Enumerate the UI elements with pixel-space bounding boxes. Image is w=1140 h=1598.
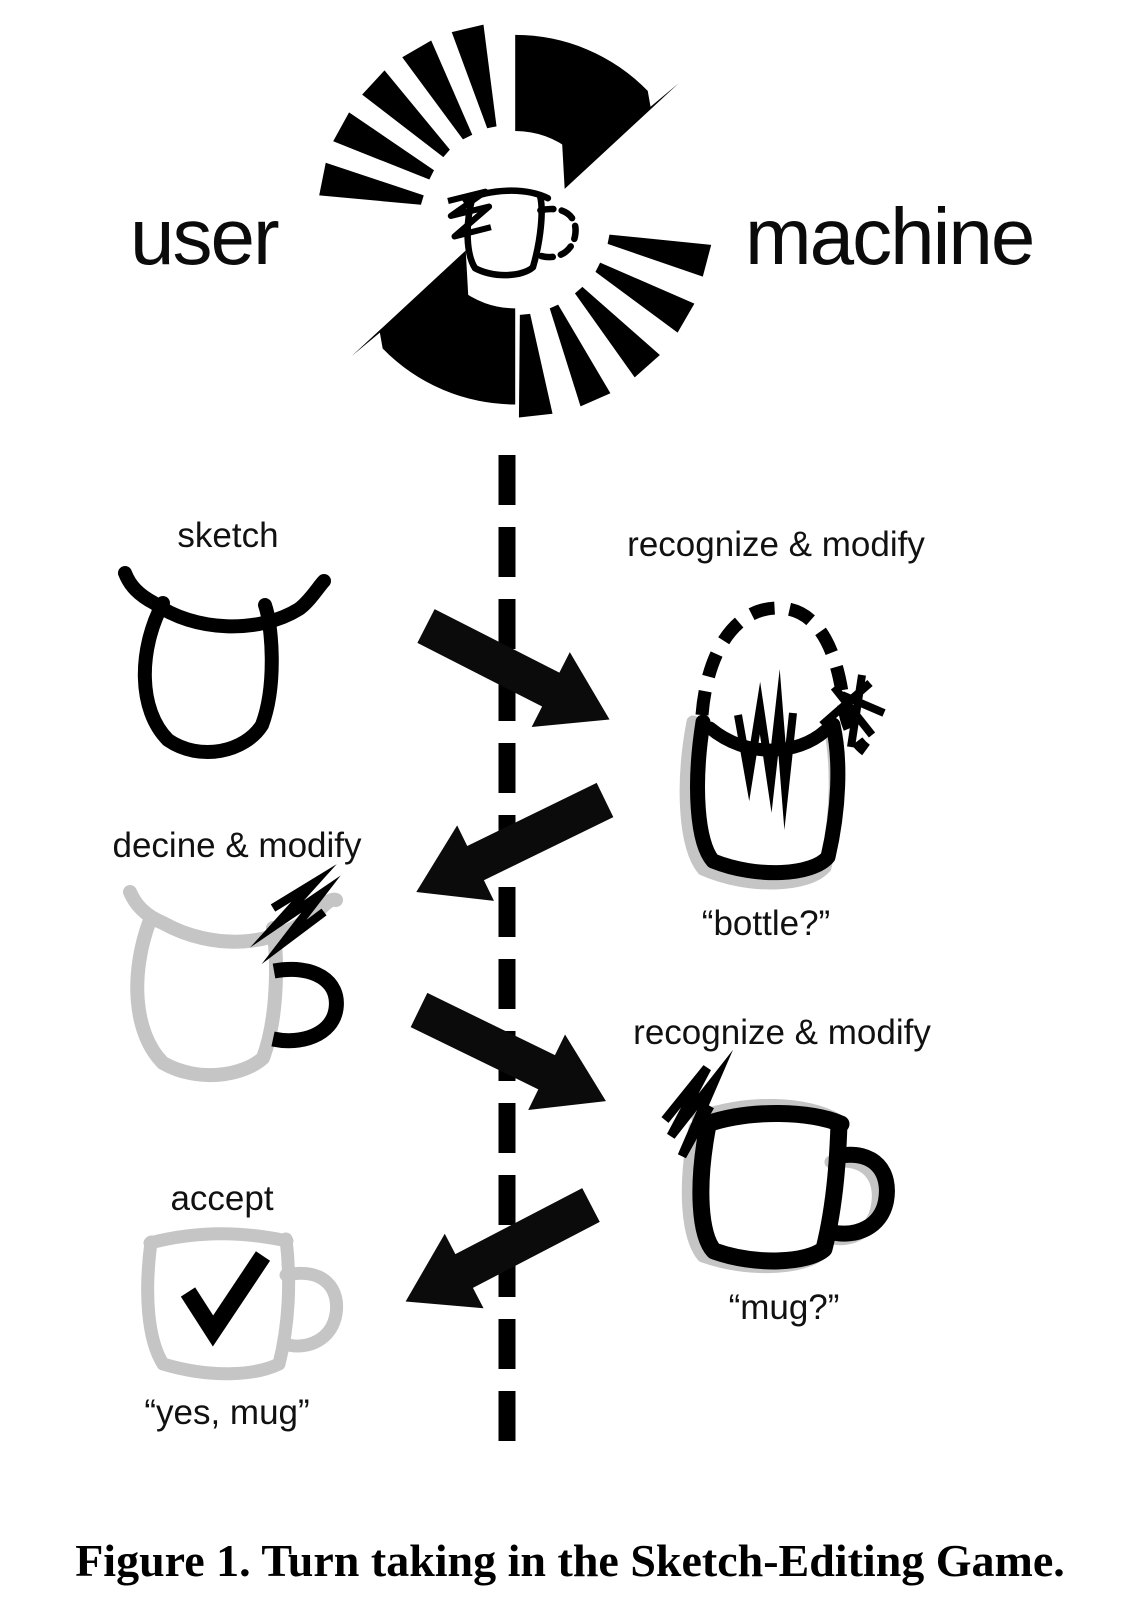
sketch-cup-body [137, 596, 279, 760]
bottle-caption: “bottle?” [701, 904, 831, 943]
sketch-label: sketch [177, 516, 279, 555]
accept-caption: “yes, mug” [144, 1393, 310, 1432]
cycle-stripes-upper-left [319, 24, 497, 205]
bottle-scribble-icon [819, 674, 886, 748]
mug-rim [698, 1105, 850, 1133]
user-label: user [130, 192, 280, 281]
machine-label: machine [745, 192, 1035, 281]
sketch-cup-icon [118, 566, 331, 760]
cycle-arrow-top-icon [515, 34, 679, 189]
mug-caption: “mug?” [728, 1288, 840, 1327]
center-mug-handle [537, 205, 579, 261]
mug-body [692, 1115, 848, 1270]
recognize-modify-2-label: recognize & modify [633, 1013, 931, 1052]
declined-cup-rim [123, 885, 343, 949]
cycle-arrows-icon [319, 24, 712, 418]
accept-label: accept [170, 1179, 274, 1218]
recognize-modify-1-label: recognize & modify [627, 525, 925, 564]
checkmark-icon [180, 1251, 271, 1347]
accepted-mug-body [141, 1232, 296, 1381]
bottle-body [690, 714, 846, 881]
mug-sketch-icon [661, 1049, 895, 1274]
mug-handle [823, 1146, 895, 1242]
decline-zigzag-icon [250, 864, 341, 965]
arrow-machine-to-user-2-icon [405, 1188, 600, 1309]
cycle-stripes-lower-right [518, 234, 712, 418]
mug-zigzag-icon [661, 1049, 734, 1159]
accepted-mug-rim [143, 1227, 294, 1250]
added-handle-icon [271, 962, 344, 1049]
sketch-cup-rim [118, 566, 331, 634]
declined-cup-body [130, 913, 283, 1083]
center-zigzag-icon [447, 188, 493, 240]
bottle-sketch-icon [679, 601, 886, 890]
bottle-neck-dashed [695, 601, 871, 756]
center-mug-body [464, 194, 545, 279]
declined-cup-icon [123, 864, 344, 1083]
figure-caption: Figure 1. Turn taking in the Sketch-Edit… [75, 1535, 1065, 1586]
arrow-user-to-machine-1-icon [417, 609, 610, 727]
accepted-mug-handle [277, 1266, 344, 1353]
bottle-spikes-icon [734, 669, 797, 830]
decline-modify-label: decine & modify [112, 826, 362, 865]
cycle-arrow-bottom-icon [351, 250, 516, 405]
accepted-mug-icon [141, 1227, 344, 1381]
center-mug-icon [447, 187, 584, 279]
arrow-machine-to-user-1-icon [416, 782, 614, 901]
arrow-user-to-machine-2-icon [410, 992, 606, 1110]
